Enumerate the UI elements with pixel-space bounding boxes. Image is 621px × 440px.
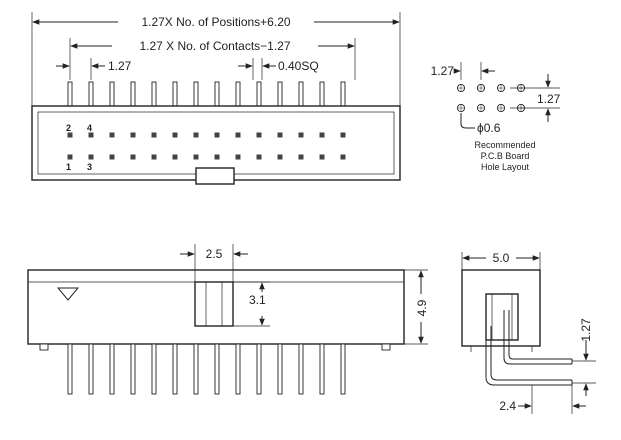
contact-square (172, 132, 178, 138)
contact-square (172, 154, 178, 160)
contact-square (151, 154, 157, 160)
top-pin (235, 81, 241, 107)
top-pin (214, 81, 220, 107)
contact-square (214, 154, 220, 160)
front-pin (193, 343, 199, 395)
contact-square (130, 132, 136, 138)
front-pin (235, 343, 241, 395)
contact-square (151, 132, 157, 138)
front-pin (298, 343, 304, 395)
front-pin (340, 343, 346, 395)
right-angle-pin-upper-outer (503, 310, 572, 365)
contact-square (193, 132, 199, 138)
contact-square (88, 132, 94, 138)
top-view: 1.27X No. of Positions+6.20 1.27 X No. o… (31, 12, 401, 185)
contact-square (67, 132, 73, 138)
front-pin (109, 343, 115, 395)
dim-slot-width-label: 2.5 (206, 247, 223, 261)
front-pin (67, 343, 73, 395)
front-pin (256, 343, 262, 395)
front-pin (172, 343, 178, 395)
dim-height-label: 4.9 (415, 299, 429, 316)
dim-positions-label: 1.27X No. of Positions+6.20 (141, 15, 290, 29)
hole-caption-line-1: Recommended (474, 140, 535, 150)
contact-square (130, 154, 136, 160)
standoff (381, 343, 391, 351)
front-pin (277, 343, 283, 395)
front-pin (151, 343, 157, 395)
contact-square (256, 154, 262, 160)
contact-square (193, 154, 199, 160)
contact-square (88, 154, 94, 160)
dim-pin-label: 0.40SQ (278, 59, 319, 73)
top-pin (193, 81, 199, 107)
dim-slot-depth-label: 3.1 (249, 293, 266, 307)
contact-square (235, 132, 241, 138)
pin-label-4: 4 (87, 123, 92, 133)
dim-contacts-label: 1.27 X No. of Contacts−1.27 (139, 39, 290, 53)
hole-caption-line-3: Hole Layout (481, 162, 530, 172)
dim-side-width-label: 5.0 (493, 251, 510, 265)
polarization-key (195, 167, 235, 185)
dim-pin-spacing-label: 1.27 (579, 318, 593, 342)
top-pin (298, 81, 304, 107)
top-pin (151, 81, 157, 107)
top-pin (130, 81, 136, 107)
contact-square (298, 154, 304, 160)
dim-offset-label: 2.4 (499, 399, 516, 413)
pin1-triangle-marker (56, 287, 80, 301)
standoff (39, 343, 49, 351)
front-pin (130, 343, 136, 395)
hole-pitch-y-label: 1.27 (537, 92, 561, 106)
contact-square (67, 154, 73, 160)
hole-diameter-label: ϕ0.6 (477, 121, 501, 135)
contact-square (109, 132, 115, 138)
front-pin (319, 343, 325, 395)
right-angle-pin-lower-inner (490, 326, 572, 381)
top-pin (88, 81, 94, 107)
top-pin (109, 81, 115, 107)
contact-square (340, 154, 346, 160)
contact-square (319, 132, 325, 138)
contact-square (277, 154, 283, 160)
pin-label-3: 3 (87, 162, 92, 172)
top-pin (256, 81, 262, 107)
hole-grid (456, 83, 526, 113)
front-pin (88, 343, 94, 395)
top-pin (67, 81, 73, 107)
right-angle-pin-upper-inner (508, 310, 572, 360)
top-pin (340, 81, 346, 107)
dim-pitch-label: 1.27 (108, 59, 132, 73)
hole-diameter-leader (460, 113, 475, 129)
top-pin (172, 81, 178, 107)
contact-square (256, 132, 262, 138)
hole-layout: 1.27 1.27 ϕ0.6 Recommended P.C.B Board H… (431, 62, 561, 172)
front-view: 2.5 3.1 4.9 (27, 244, 429, 395)
contact-square (214, 132, 220, 138)
contact-square (109, 154, 115, 160)
hole-pitch-x-label: 1.27 (431, 64, 455, 78)
contact-square (298, 132, 304, 138)
contact-square (235, 154, 241, 160)
top-pin (277, 81, 283, 107)
front-pin (214, 343, 220, 395)
front-pins (39, 343, 391, 395)
contact-square (340, 132, 346, 138)
top-pin (319, 81, 325, 107)
right-angle-pin-lower-outer (485, 326, 572, 386)
polarization-slot (194, 281, 234, 327)
side-view: 5.0 1.27 2.4 (461, 251, 596, 414)
hole-caption-line-2: P.C.B Board (481, 151, 530, 161)
pin-label-2: 2 (66, 123, 71, 133)
pin-label-1: 1 (66, 162, 71, 172)
contact-square (319, 154, 325, 160)
contact-square (277, 132, 283, 138)
top-pins (67, 81, 346, 107)
contact-grid (67, 132, 346, 160)
